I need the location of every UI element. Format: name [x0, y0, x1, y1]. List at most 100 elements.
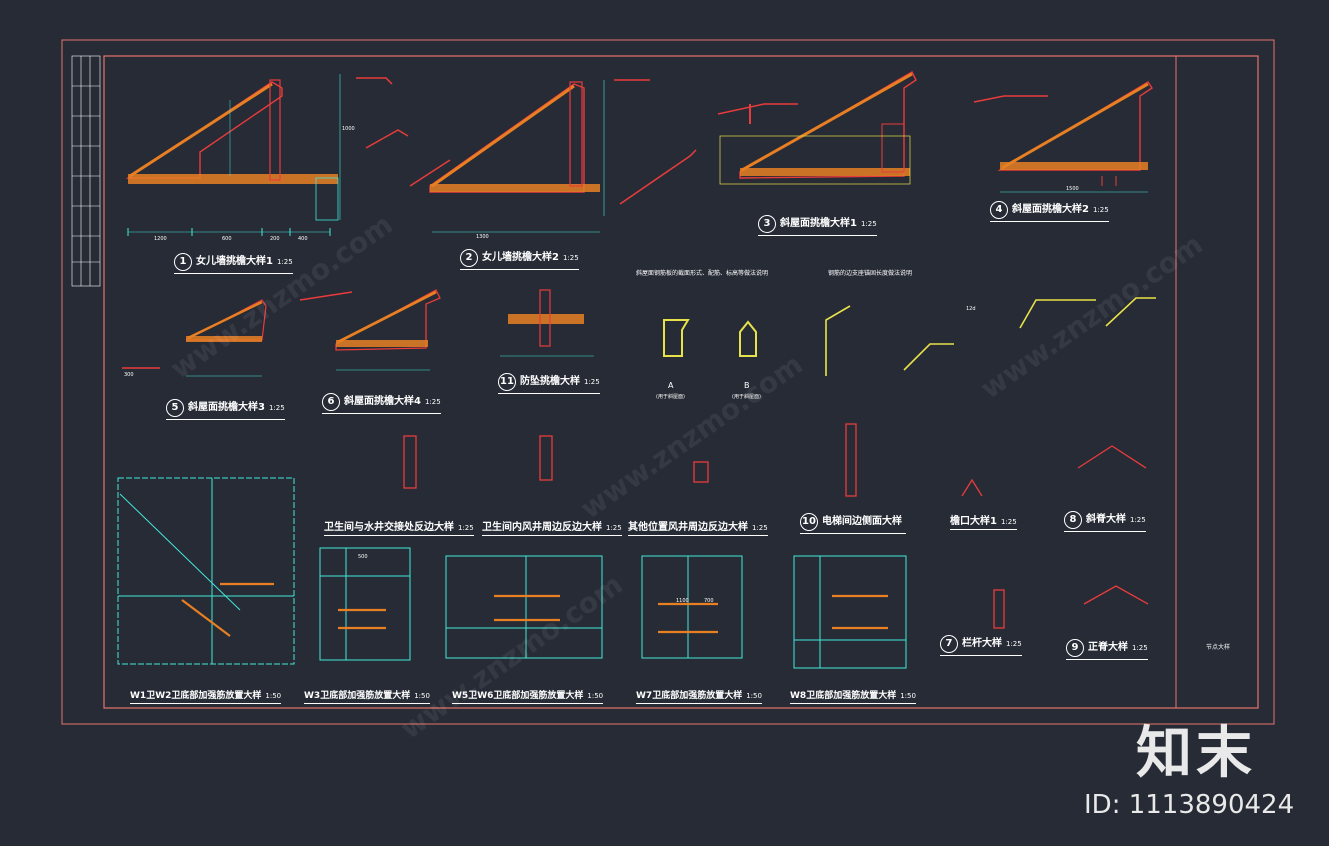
detail-number: 11: [498, 373, 516, 391]
detail-scale: 1:25: [584, 378, 600, 386]
detail-scale: 1:25: [1132, 644, 1148, 652]
dim-700: 700: [704, 598, 714, 604]
outer-frame: [61, 39, 1275, 725]
detail-number: 6: [322, 393, 340, 411]
detail-scale: 1:25: [860, 220, 877, 228]
detail-title-text: W5卫W6卫底部加强筋放置大样: [452, 691, 584, 701]
detail-4-drawing: [973, 81, 1153, 193]
dim-1100: 1100: [676, 598, 689, 604]
detail-title-text: W7卫底部加强筋放置大样: [636, 691, 743, 701]
detail-title-text: 女儿墙挑檐大样2: [482, 252, 559, 263]
dim-1300: 1300: [476, 234, 489, 240]
detail-number: 3: [758, 215, 776, 233]
dim-200: 200: [270, 236, 280, 242]
detail-scale: 1:50: [414, 692, 430, 700]
detail-title-text: 栏杆大样: [962, 638, 1002, 649]
dim-300: 300: [124, 372, 134, 378]
detail-title: 其他位置风井周边反边大样 1:25: [628, 518, 768, 536]
detail-number: 5: [166, 399, 184, 417]
dim-400: 400: [298, 236, 308, 242]
detail-6-drawing: [299, 289, 441, 371]
section-a-label: A: [668, 381, 674, 390]
note-slab-section: 斜屋面钢筋板的截面形式、配筋、标高等做法说明: [636, 270, 769, 277]
detail-number: 2: [460, 249, 478, 267]
detail-5-drawing: [122, 299, 267, 377]
detail-title-text: W8卫底部加强筋放置大样: [790, 691, 897, 701]
brand-logo: 知末: [1136, 721, 1256, 786]
detail-title-text: 斜脊大样: [1086, 514, 1126, 525]
dim-12d: 12d: [966, 306, 976, 312]
detail-title-text: 斜屋面挑檐大样3: [188, 402, 265, 413]
anchorage-detail-drawing: [825, 297, 1156, 376]
section-b-sub: (用于斜屋面): [732, 394, 761, 400]
detail-title: 11 防坠挑檐大样 1:25: [498, 372, 600, 394]
detail-scale: 1:25: [752, 524, 768, 532]
detail-title: 卫生间内风井周边反边大样 1:25: [482, 518, 622, 536]
detail-number: 9: [1066, 639, 1084, 657]
detail-title-text: W1卫W2卫底部加强筋放置大样: [130, 691, 262, 701]
plan-grids-drawing: [117, 477, 907, 669]
detail-title-text: 电梯间边侧面大样: [822, 516, 902, 527]
detail-number: 8: [1064, 511, 1082, 529]
dim-500: 500: [358, 554, 368, 560]
dim-1500: 1500: [1066, 186, 1079, 192]
detail-number: 4: [990, 201, 1008, 219]
detail-title-text: 卫生间与水井交接处反边大样: [324, 522, 454, 533]
detail-scale: 1:50: [587, 692, 604, 700]
dim-1200: 1200: [154, 236, 167, 242]
detail-scale: 1:25: [1130, 516, 1146, 524]
detail-scale: 1:25: [458, 524, 474, 532]
detail-scale: 1:50: [746, 692, 762, 700]
detail-scale: 1:25: [1000, 518, 1017, 526]
note-anchorage: 钢筋的边支座锚固长度做法说明: [828, 270, 913, 277]
detail-title-text: 斜屋面挑檐大样1: [780, 218, 857, 229]
binding-margin-table: [71, 55, 101, 287]
detail-title-text: 防坠挑檐大样: [520, 376, 580, 387]
plan-rebars: [181, 582, 888, 637]
detail-title: 8 斜脊大样 1:25: [1064, 510, 1146, 532]
detail-title-text: 檐口大样1: [950, 516, 997, 527]
detail-scale: 1:25: [1092, 206, 1109, 214]
detail-title-text: 正脊大样: [1088, 642, 1128, 653]
detail-scale: 1:25: [562, 254, 579, 262]
detail-scale: 1:25: [276, 258, 293, 266]
detail-1-drawing: [125, 74, 409, 236]
detail-title-text: 其他位置风井周边反边大样: [628, 522, 748, 533]
detail-title-text: 卫生间内风井周边反边大样: [482, 522, 602, 533]
detail-3-drawing: [717, 71, 917, 185]
detail-number: 7: [940, 635, 958, 653]
detail-title-text: 斜屋面挑檐大样2: [1012, 204, 1089, 215]
detail-number: 1: [174, 253, 192, 271]
detail-title: 卫生间与水井交接处反边大样 1:25: [324, 518, 474, 536]
detail-scale: 1:25: [1006, 640, 1022, 648]
detail-2-drawing: [409, 79, 697, 233]
detail-title: 7 栏杆大样 1:25: [940, 634, 1022, 656]
section-b-label: B: [744, 381, 750, 390]
detail-scale: 1:25: [268, 404, 285, 412]
edge-details-drawing: [403, 423, 1149, 629]
detail-scale: 1:25: [606, 524, 622, 532]
section-a-sub: (用于斜屋面): [656, 394, 685, 400]
detail-scale: 1:25: [424, 398, 441, 406]
inner-frame: [103, 55, 1259, 709]
detail-title-text: W3卫底部加强筋放置大样: [304, 691, 411, 701]
detail-scale: 1:50: [265, 692, 282, 700]
section-a-b-drawing: [663, 319, 757, 357]
detail-11-drawing: [500, 289, 594, 357]
detail-title: 9 正脊大样 1:25: [1066, 638, 1148, 660]
brand-id: ID: 1113890424: [1084, 790, 1295, 820]
